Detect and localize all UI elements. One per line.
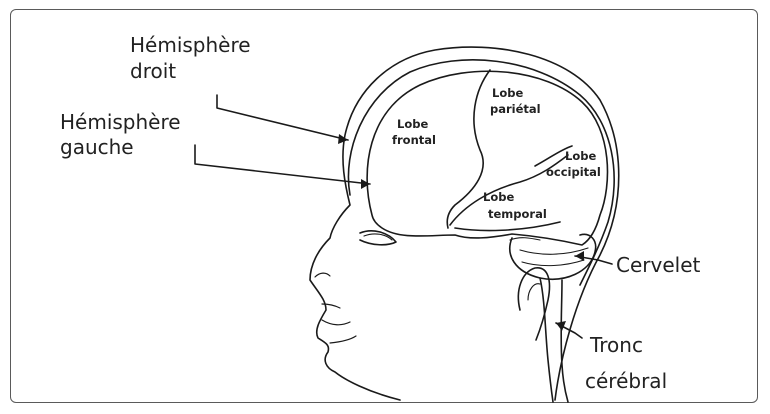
label-hemisphere-right-2: droit — [130, 59, 176, 83]
pointer-hemisphere-right — [217, 95, 348, 140]
label-hemisphere-left-2: gauche — [60, 135, 134, 159]
label-cerebellum: Cervelet — [616, 253, 700, 277]
label-temporal-1: Lobe — [483, 190, 514, 204]
label-frontal-1: Lobe — [397, 117, 428, 131]
label-occipital-1: Lobe — [565, 149, 596, 163]
label-temporal-2: temporal — [488, 207, 547, 221]
label-brainstem-2: cérébral — [585, 369, 667, 393]
label-occipital-2: occipital — [546, 165, 601, 179]
temporal-lower-edge — [455, 222, 560, 230]
label-parietal-1: Lobe — [492, 86, 523, 100]
brainstem-shape — [540, 278, 553, 402]
label-hemisphere-left-1: Hémisphère — [60, 110, 181, 134]
label-brainstem-1: Tronc — [589, 333, 643, 357]
central-sulcus — [447, 70, 490, 228]
head-outline — [310, 47, 619, 400]
label-hemisphere-right-1: Hémisphère — [130, 33, 251, 57]
label-frontal-2: frontal — [392, 133, 436, 147]
label-parietal-2: pariétal — [490, 102, 541, 116]
